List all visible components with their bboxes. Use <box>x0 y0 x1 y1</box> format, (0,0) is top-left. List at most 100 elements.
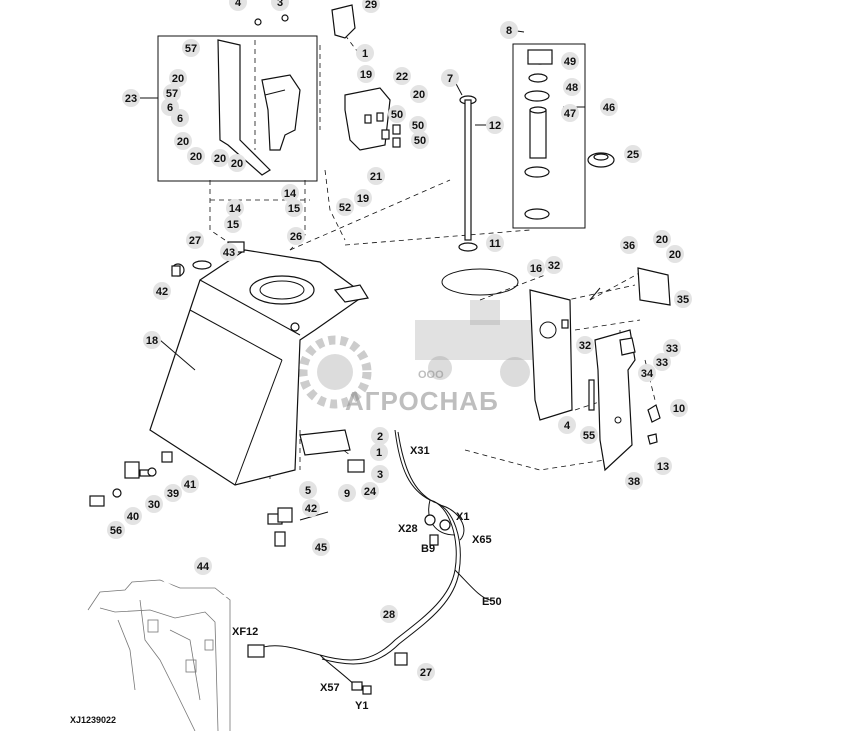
callout-30: 30 <box>145 495 163 513</box>
callout-number: 27 <box>189 235 201 247</box>
callout-43: 43 <box>220 243 238 261</box>
callout-bubble <box>625 472 643 490</box>
connector-labels: X31 X1 X28 X65 B9 E50 XF12 X57 Y1 <box>232 445 502 712</box>
clip-10 <box>647 404 661 445</box>
callout-23: 23 <box>122 89 140 107</box>
callout-number: 28 <box>383 609 395 621</box>
callout-number: 52 <box>339 202 351 214</box>
callout-39: 39 <box>164 484 182 502</box>
callout-20: 20 <box>410 85 428 103</box>
connector-xf12: XF12 <box>232 626 258 638</box>
callout-bubble <box>287 227 305 245</box>
callout-number: 39 <box>167 488 179 500</box>
callout-49: 49 <box>561 52 579 70</box>
callout-50: 50 <box>388 105 406 123</box>
callout-number: 19 <box>360 69 372 81</box>
callout-bubble <box>361 482 379 500</box>
callout-bubble <box>187 147 205 165</box>
callout-7: 7 <box>441 69 459 87</box>
callout-bubble <box>164 484 182 502</box>
callout-bubble <box>410 85 428 103</box>
callout-3: 3 <box>371 465 389 483</box>
filler-neck-group <box>512 43 586 229</box>
callout-bubble <box>171 109 189 127</box>
plate-35 <box>637 267 671 306</box>
callout-number: 11 <box>489 238 501 250</box>
callout-2: 2 <box>371 427 389 445</box>
callout-52: 52 <box>336 198 354 216</box>
callout-number: 38 <box>628 476 640 488</box>
callout-19: 19 <box>354 189 372 207</box>
callout-12: 12 <box>486 116 504 134</box>
callout-25: 25 <box>624 145 642 163</box>
callout-bubble <box>417 663 435 681</box>
callout-number: 2 <box>377 431 383 443</box>
callout-number: 21 <box>370 171 382 183</box>
callout-27: 27 <box>417 663 435 681</box>
callout-21: 21 <box>367 167 385 185</box>
callout-number: 36 <box>623 240 635 252</box>
callout-bubble <box>620 236 638 254</box>
callout-bubble <box>576 336 594 354</box>
callout-number: 18 <box>146 335 158 347</box>
callout-8: 8 <box>500 21 518 39</box>
callout-number: 15 <box>227 219 239 231</box>
callout-number: 12 <box>489 120 501 132</box>
callout-50: 50 <box>411 131 429 149</box>
callout-44: 44 <box>194 557 212 575</box>
callout-number: 43 <box>223 247 235 259</box>
callout-bubble <box>174 132 192 150</box>
callout-number: 7 <box>447 73 453 85</box>
callout-number: 15 <box>288 203 300 215</box>
callout-number: 16 <box>530 263 542 275</box>
callout-number: 5 <box>305 485 311 497</box>
callout-bubble <box>653 353 671 371</box>
callout-bubble <box>388 105 406 123</box>
callout-number: 23 <box>125 93 137 105</box>
callout-32: 32 <box>545 256 563 274</box>
callout-number: 19 <box>357 193 369 205</box>
callout-bubble <box>357 65 375 83</box>
callout-19: 19 <box>357 65 375 83</box>
callout-number: 20 <box>172 73 184 85</box>
callout-46: 46 <box>600 98 618 116</box>
callout-number: 24 <box>364 486 377 498</box>
callout-bubble <box>338 484 356 502</box>
callout-bubble <box>220 243 238 261</box>
callout-bubble <box>500 21 518 39</box>
bracket-34 <box>619 337 636 356</box>
callout-24: 24 <box>361 482 379 500</box>
callout-bubble <box>224 215 242 233</box>
callout-13: 13 <box>654 457 672 475</box>
callout-number: 33 <box>666 343 678 355</box>
callout-bubble <box>561 104 579 122</box>
callout-bubble <box>638 364 656 382</box>
callout-bubble <box>354 189 372 207</box>
callout-bubble <box>380 605 398 623</box>
callout-28: 28 <box>380 605 398 623</box>
callout-number: 20 <box>190 151 202 163</box>
callout-number: 1 <box>376 447 382 459</box>
callout-bubble <box>186 231 204 249</box>
callout-bubble <box>367 167 385 185</box>
callout-15: 15 <box>224 215 242 233</box>
connector-e50: E50 <box>482 596 502 608</box>
callout-number: 20 <box>656 234 668 246</box>
callout-33: 33 <box>653 353 671 371</box>
fuel-hose <box>158 513 286 597</box>
callout-number: 13 <box>657 461 669 473</box>
callout-number: 45 <box>315 542 327 554</box>
callout-number: 48 <box>566 82 578 94</box>
callout-bubble <box>624 145 642 163</box>
callout-number: 50 <box>412 120 424 132</box>
callout-bubble <box>486 234 504 252</box>
callout-6: 6 <box>171 109 189 127</box>
callout-bubble <box>226 199 244 217</box>
callout-number: 20 <box>669 249 681 261</box>
callout-9: 9 <box>338 484 356 502</box>
callout-number: 10 <box>673 403 685 415</box>
callout-bubble <box>486 116 504 134</box>
callout-20: 20 <box>174 132 192 150</box>
